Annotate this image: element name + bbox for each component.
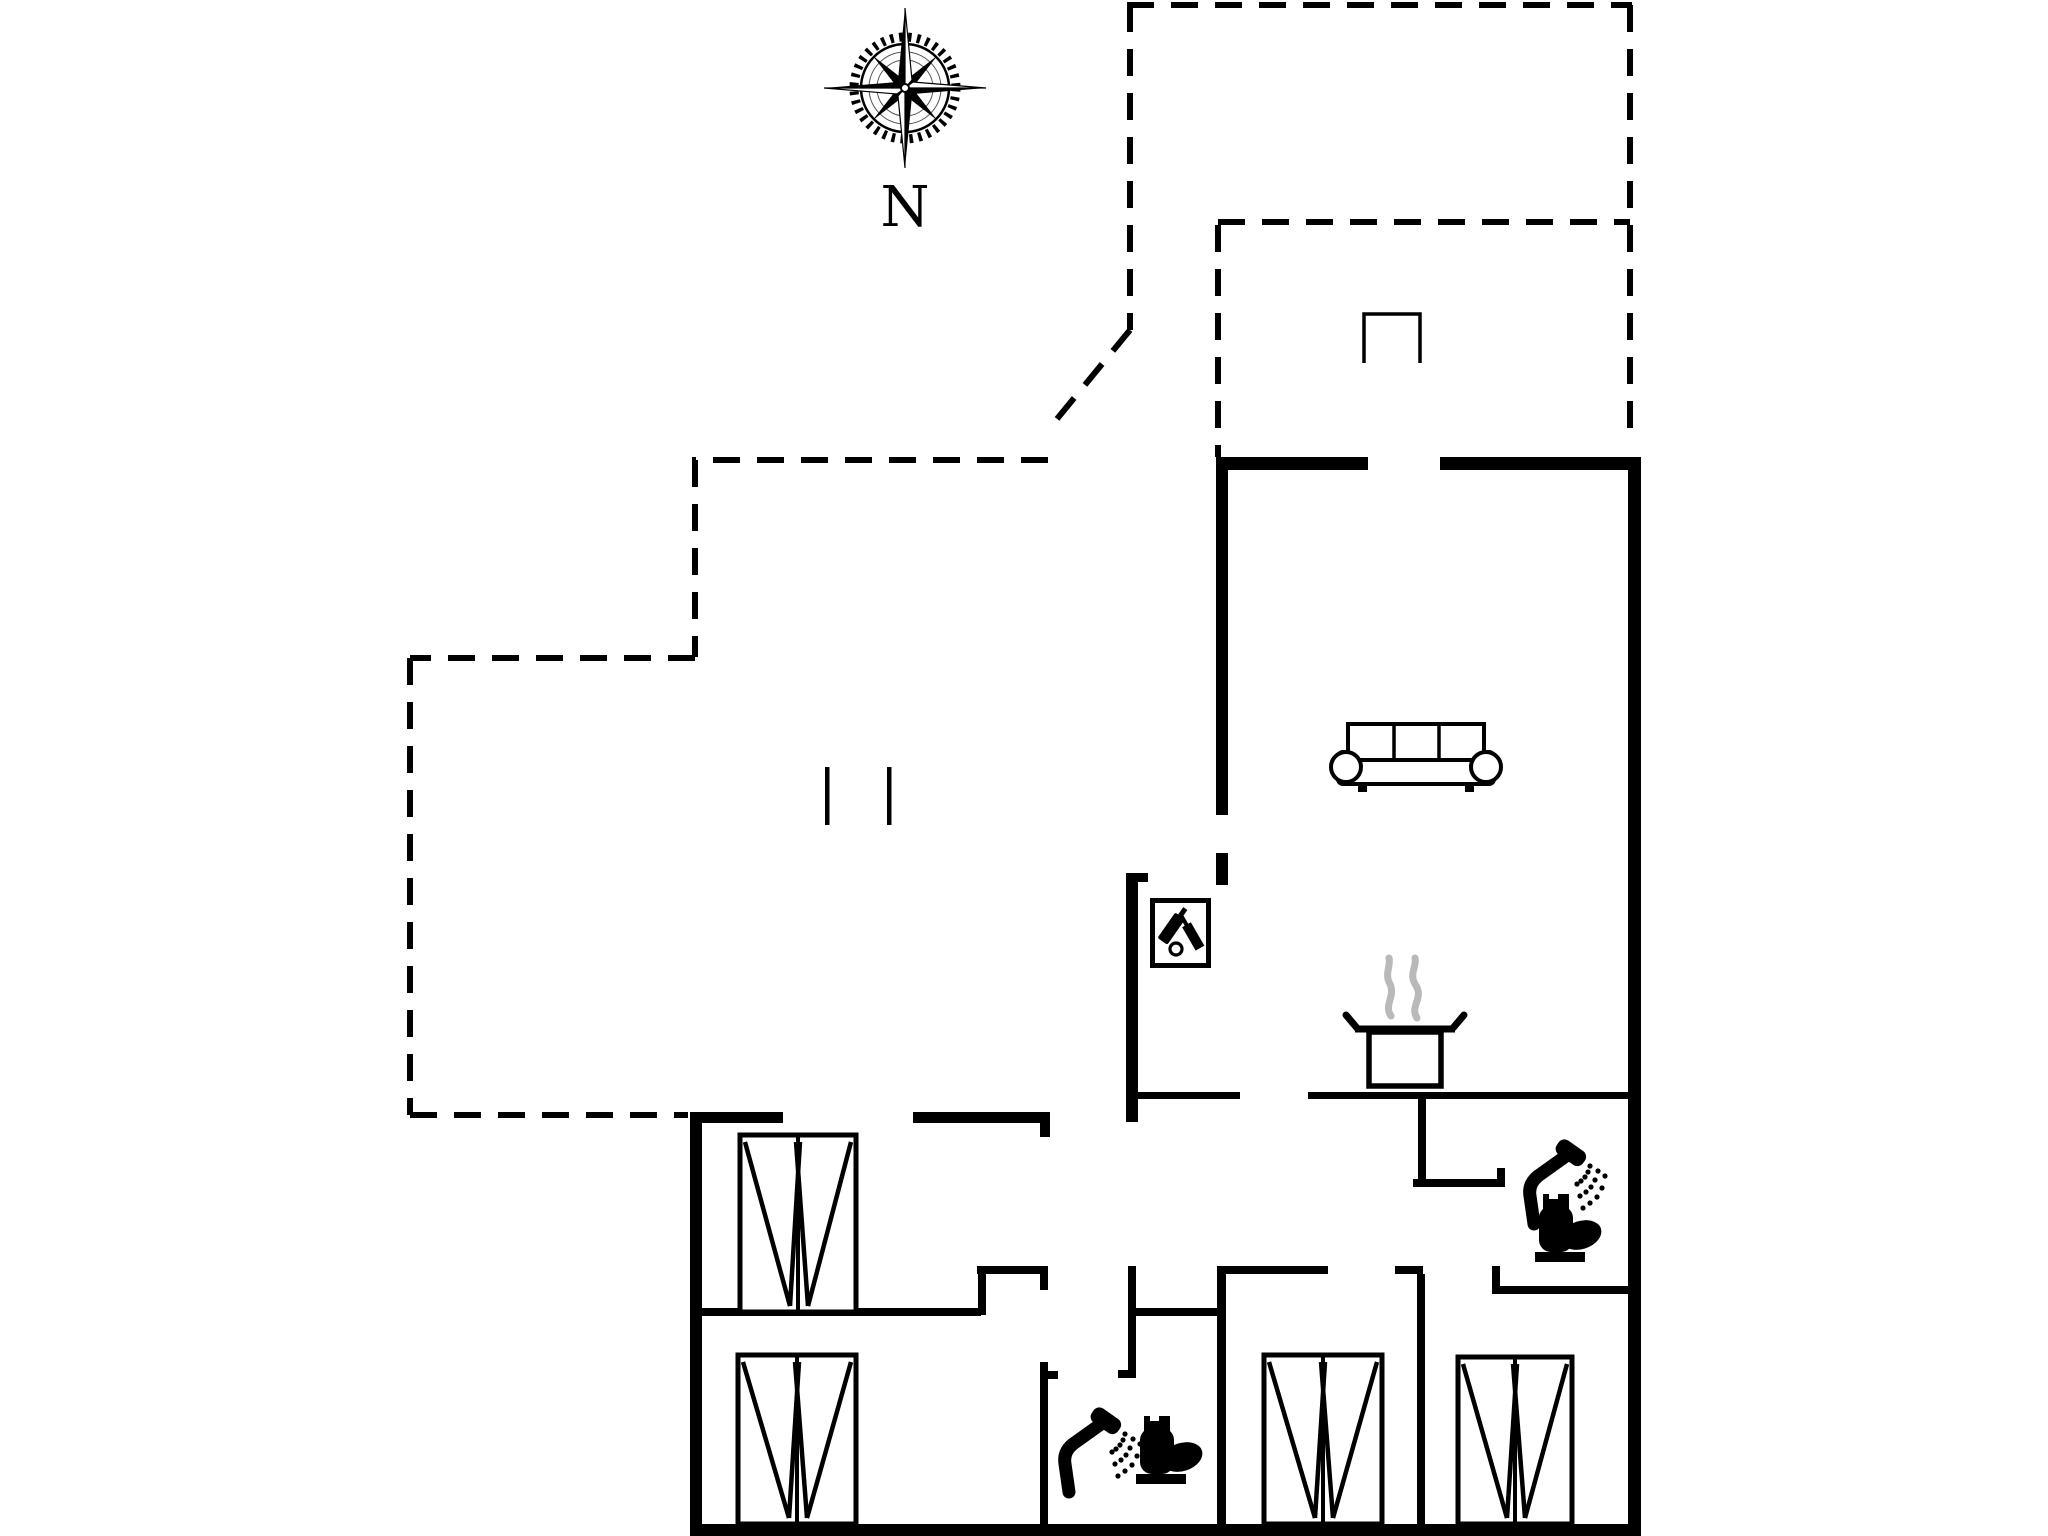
wall-exterior-segment — [690, 1112, 702, 1536]
bed-duvet-line — [1510, 1363, 1528, 1519]
bed-icon — [737, 1132, 859, 1315]
wall-interior-segment — [1136, 1308, 1217, 1316]
wall-interior-segment — [1308, 1092, 1628, 1099]
terrace-opening-ticks-icon — [825, 767, 892, 825]
wall-interior-segment — [1217, 1266, 1226, 1524]
toilet-icon — [1136, 1416, 1207, 1484]
plan-geometry — [407, 2, 1641, 1536]
bed-duvet-line — [742, 1141, 793, 1307]
compass-star — [823, 7, 987, 169]
wall-exterior-segment — [1126, 873, 1138, 1122]
wall-exterior-segment — [1126, 873, 1148, 882]
shower-icon — [1065, 1405, 1143, 1492]
wall-exterior-segment — [690, 1524, 1641, 1536]
wall-interior-segment — [1492, 1266, 1500, 1286]
wall-interior-segment — [1128, 1266, 1136, 1378]
bed-duvet-line — [1318, 1361, 1336, 1519]
wall-interior-segment — [978, 1266, 986, 1315]
wall-interior-segment — [1040, 1266, 1048, 1290]
bed-duvet-line — [1330, 1361, 1380, 1519]
wall-exterior-segment — [1216, 457, 1228, 815]
wall-interior-segment — [1413, 1179, 1505, 1187]
wall-interior-segment — [1217, 1266, 1328, 1274]
wall-interior-segment — [1040, 1362, 1048, 1524]
bed-icon — [1261, 1352, 1385, 1527]
wall-interior-segment — [1418, 1099, 1426, 1187]
bed-icon — [735, 1352, 859, 1527]
kitchen-bottle-glass-icon — [1153, 901, 1209, 966]
bed-duvet-line — [1522, 1363, 1570, 1519]
wall-exterior-segment — [1628, 457, 1641, 1536]
sofa-icon — [1329, 722, 1503, 794]
wall-exterior-segment — [913, 1112, 1050, 1123]
bed-duvet-line — [804, 1361, 854, 1519]
bed-duvet-line — [792, 1361, 810, 1519]
entrance-marker-icon — [1362, 312, 1422, 365]
bed-duvet-line — [805, 1141, 854, 1307]
toilet-icon — [1535, 1194, 1606, 1262]
wall-interior-segment — [1417, 1274, 1425, 1524]
terrace-boundary-dashed-line — [1049, 328, 1133, 427]
north-label: N — [881, 175, 930, 240]
wall-exterior-segment — [690, 1112, 783, 1123]
bed-icon — [1455, 1354, 1575, 1527]
bed-duvet-line — [740, 1361, 792, 1519]
wall-exterior-segment — [1440, 457, 1641, 470]
wall-interior-segment — [1118, 1370, 1128, 1378]
wall-interior-segment — [1048, 1371, 1058, 1379]
wall-exterior-segment — [1040, 1112, 1050, 1137]
wall-interior-segment — [1497, 1168, 1505, 1179]
bed-duvet-line — [793, 1141, 811, 1307]
wall-interior-segment — [977, 1266, 1047, 1274]
bed-duvet-line — [1460, 1363, 1510, 1519]
compass-rose-icon — [823, 7, 987, 169]
wall-interior-segment — [1492, 1286, 1628, 1294]
bed-duvet-line — [1266, 1361, 1318, 1519]
wall-interior-segment — [1138, 1092, 1240, 1099]
stove-pot-icon — [1346, 958, 1464, 1086]
wall-interior-segment — [1395, 1266, 1423, 1274]
wall-exterior-segment — [1216, 853, 1228, 885]
wall-exterior-segment — [1216, 457, 1368, 470]
